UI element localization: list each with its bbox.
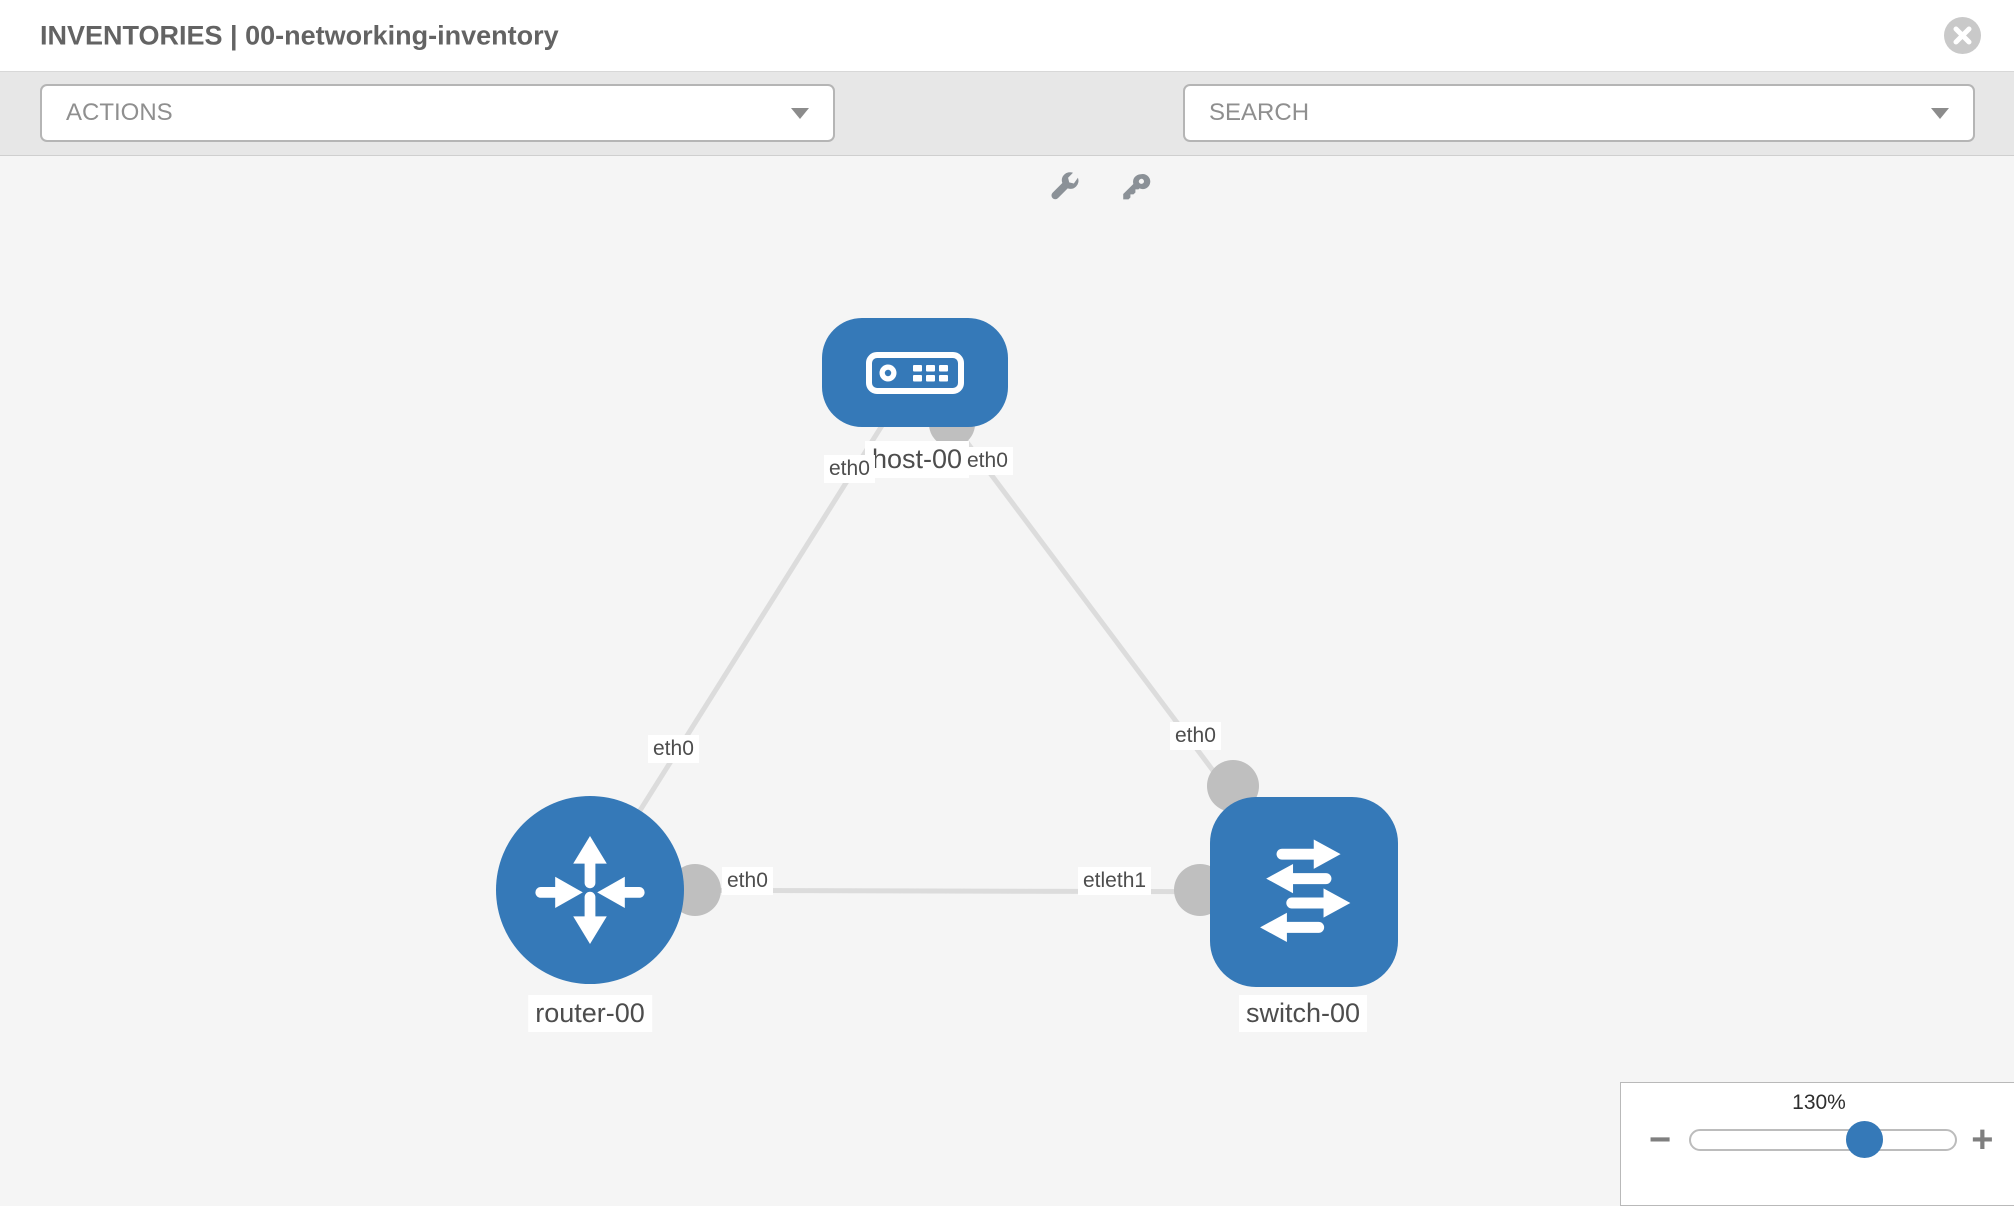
port-label-switch-top: eth0 (1170, 722, 1221, 750)
switch-icon (1260, 839, 1351, 943)
router-icon (535, 836, 645, 944)
credentials-button[interactable] (1114, 168, 1154, 208)
close-icon (1944, 17, 1981, 54)
actions-dropdown-label: ACTIONS (66, 99, 173, 126)
toolbar: ACTIONS SEARCH (0, 72, 2014, 200)
zoom-level-value: 130% (1792, 1091, 1846, 1114)
zoom-panel: 130% − + (1620, 1082, 2014, 1206)
actions-dropdown[interactable]: ACTIONS (40, 84, 835, 142)
topology-canvas[interactable] (0, 156, 2014, 1200)
zoom-out-button[interactable]: − (1649, 1119, 1672, 1161)
tools-button[interactable] (1046, 168, 1086, 208)
zoom-slider[interactable] (1689, 1121, 1958, 1158)
node-router-00[interactable] (496, 796, 684, 984)
host-icon (866, 351, 964, 394)
key-icon (1123, 174, 1151, 200)
zoom-in-button[interactable]: + (1971, 1119, 1994, 1161)
wrench-icon (1051, 172, 1079, 200)
node-label-router: router-00 (528, 995, 652, 1032)
chevron-down-icon (1931, 107, 1949, 119)
zoom-slider-thumb[interactable] (1846, 1121, 1884, 1158)
node-label-host: host-00 (864, 441, 970, 478)
header-bar: INVENTORIES | 00-networking-inventory (0, 0, 2014, 72)
node-label-switch: switch-00 (1238, 995, 1368, 1032)
chevron-down-icon (791, 107, 809, 119)
port-label-host-left: eth0 (824, 455, 875, 483)
port-label-host-right: eth0 (962, 447, 1013, 475)
page-title: INVENTORIES | 00-networking-inventory (40, 20, 559, 50)
port-label-switch-left: etleth1 (1078, 867, 1152, 895)
close-button[interactable] (1944, 17, 1981, 54)
search-dropdown-label: SEARCH (1209, 99, 1310, 126)
link-router-switch (589, 887, 1305, 895)
search-dropdown[interactable]: SEARCH (1183, 84, 1975, 142)
port-label-router-top: eth0 (648, 735, 699, 763)
node-host-00[interactable] (822, 318, 1008, 427)
port-label-router-right: eth0 (722, 867, 773, 895)
node-switch-00[interactable] (1210, 797, 1398, 987)
interface-circles (669, 401, 1259, 916)
